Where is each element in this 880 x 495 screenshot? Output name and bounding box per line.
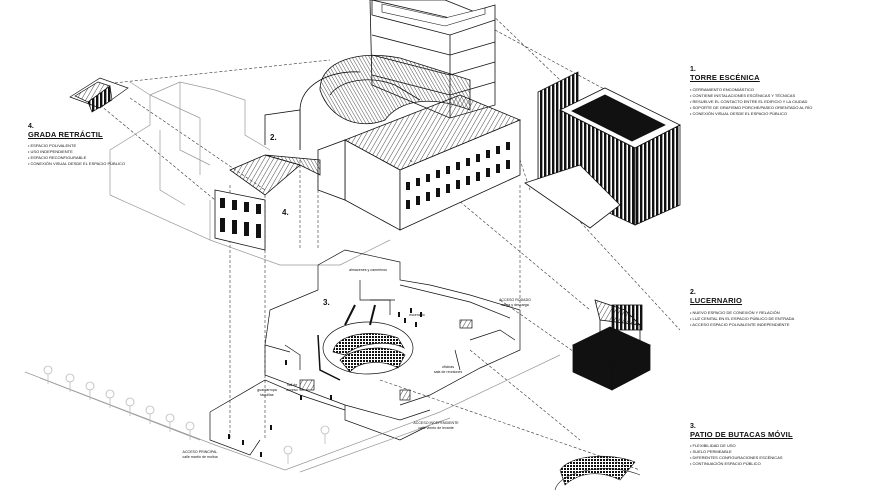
facade-block xyxy=(317,94,522,231)
section-items: • ESPACIO POLIVALENTE • USO INDEPENDIENT… xyxy=(28,143,125,167)
list-item: • ESPACIO RECONFIGURABLE xyxy=(28,155,87,160)
section-number: 1. xyxy=(690,66,696,73)
section-title: LUCERNARIO xyxy=(690,296,742,305)
list-item: • SUELO PERMEABLE xyxy=(690,449,732,454)
section-items: • CERRAMIENTO ENCOMIÁSTICO • CONTIENE IN… xyxy=(690,87,812,117)
section-torre: 1. TORRE ESCÉNICA • CERRAMIENTO ENCOMIÁS… xyxy=(690,66,812,117)
section-lucernario: 2. LUCERNARIO • NUEVO ESPACIO DE CONEXIÓ… xyxy=(690,289,794,328)
list-item: • USO INDEPENDIENTE xyxy=(28,149,73,154)
list-item: • CONEXIÓN VISUAL DESDE EL ESPACIO PÚBLI… xyxy=(28,161,126,166)
street xyxy=(24,354,561,473)
marker-3: 3. xyxy=(323,298,330,307)
list-item: • FLEXIBILIDAD DE USO xyxy=(690,443,736,448)
list-item: • CERRAMIENTO ENCOMIÁSTICO xyxy=(690,87,755,92)
section-number: 3. xyxy=(690,423,696,430)
label-hall: hall de acceso xyxy=(286,383,298,392)
retractable-stand-icon xyxy=(69,77,129,113)
list-item: • DIFERENTES CONFIGURACIONES ESCÉNICAS xyxy=(690,455,783,460)
movable-seating xyxy=(554,455,641,491)
street-trees xyxy=(43,365,330,464)
people-figures xyxy=(228,308,422,457)
list-item: • ACCESO ESPACIO POLIVALENTE INDEPENDIEN… xyxy=(690,322,790,327)
marker-2: 2. xyxy=(270,133,277,142)
skylight-box xyxy=(572,299,651,391)
list-item: • CONTIENE INSTALACIONES ESCÉNICAS Y TÉC… xyxy=(690,93,796,98)
plan-auditorium xyxy=(317,304,414,381)
label-acceso-independiente: ACCESO INDEPENDIENTE calle viento de lev… xyxy=(413,421,459,430)
existing-building xyxy=(109,81,391,266)
label-escenario: escenario xyxy=(409,313,425,317)
label-almacenes: almacenes y camerinos xyxy=(349,268,387,272)
curved-roof xyxy=(264,55,471,150)
section-title: GRADA RETRÁCTIL xyxy=(28,130,103,139)
section-grada: 4. GRADA RETRÁCTIL • ESPACIO POLIVALENTE… xyxy=(28,123,125,167)
label-acceso-rodado: ACCESO RODADO carga y descarga xyxy=(499,298,531,307)
list-item: • SOPORTE DE GRAFISMO PORCHE/PASEO ORIEN… xyxy=(690,105,813,110)
marker-4: 4. xyxy=(282,208,289,217)
section-title: TORRE ESCÉNICA xyxy=(690,73,760,82)
section-title: PATIO DE BUTACAS MÓVIL xyxy=(690,430,793,439)
section-number: 2. xyxy=(690,289,696,296)
list-item: • LUZ CENITAL EN EL ESPACIO PÚBLICO DE E… xyxy=(690,316,795,321)
label-acceso-principal: ACCESO PRINCIPAL calle martín de molina xyxy=(182,450,218,459)
historic-facade xyxy=(214,154,321,251)
list-item: • CONEXIÓN VISUAL DESDE EL ESPACIO PÚBLI… xyxy=(690,111,788,116)
label-oficinas: oficinas sala de reuniones xyxy=(433,365,463,374)
list-item: • NUEVO ESPACIO DE CONEXIÓN Y RELACIÓN xyxy=(690,310,780,315)
list-item: • ESPACIO POLIVALENTE xyxy=(28,143,77,148)
list-item: • RESUELVE EL CONTACTO ENTRE EL EDIFICIO… xyxy=(690,99,808,104)
list-item: • CONTINUACIÓN ESPACIO PÚBLICO xyxy=(690,461,761,466)
section-items: • NUEVO ESPACIO DE CONEXIÓN Y RELACIÓN •… xyxy=(690,310,794,328)
label-guardarropa: guardarropa taquillas xyxy=(257,388,277,397)
stage-tower-exploded xyxy=(524,71,681,229)
section-items: • FLEXIBILIDAD DE USO • SUELO PERMEABLE … xyxy=(690,443,793,467)
ground-floor-plan xyxy=(209,249,521,456)
section-number: 4. xyxy=(28,123,34,130)
section-patio-butacas: 3. PATIO DE BUTACAS MÓVIL • FLEXIBILIDAD… xyxy=(690,423,793,467)
